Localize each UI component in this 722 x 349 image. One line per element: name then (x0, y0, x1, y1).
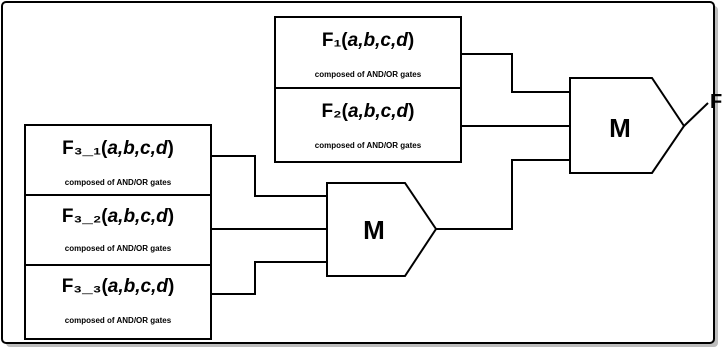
block-f3-3-subtitle: composed of AND/OR gates (64, 316, 172, 325)
wire-f31-to-mux-bottom (211, 155, 327, 197)
block-f3-1: F₃_₁(a,b,c,d) composed of AND/OR gates (24, 124, 212, 196)
block-f2-subtitle: composed of AND/OR gates (314, 141, 422, 150)
block-f3-2: F₃_₂(a,b,c,d) composed of AND/OR gates (24, 194, 212, 266)
wire-mux-bottom-to-mux-top (436, 159, 570, 230)
block-f3-1-title: F₃_₁(a,b,c,d) (26, 138, 210, 160)
block-f3-3-vars: a,b,c,d (107, 276, 168, 297)
wire-f33-to-mux-bottom (211, 261, 327, 295)
block-f2-suffix: ) (408, 101, 415, 122)
block-f3-1-subtitle: composed of AND/OR gates (64, 178, 172, 187)
block-f2-title: F₂(a,b,c,d) (276, 101, 460, 123)
mux-bottom (326, 182, 438, 277)
block-f1: F₁(a,b,c,d) composed of AND/OR gates (274, 16, 462, 92)
block-f3-2-prefix: F₃_₂( (61, 206, 108, 227)
block-f3-3: F₃_₃(a,b,c,d) composed of AND/OR gates (24, 264, 212, 340)
block-f3-3-suffix: ) (167, 276, 175, 297)
mux-top-label: M (609, 113, 631, 143)
block-f3-1-prefix: F₃_₁( (62, 138, 108, 159)
block-f3-2-subtitle: composed of AND/OR gates (64, 244, 172, 253)
block-f2-vars: a,b,c,d (347, 101, 409, 122)
block-f3-2-title: F₃_₂(a,b,c,d) (26, 206, 210, 228)
block-f3-3-prefix: F₃_₃( (61, 276, 108, 297)
block-f3-2-suffix: ) (167, 206, 175, 227)
block-f3-1-suffix: ) (167, 138, 174, 159)
block-f1-vars: a,b,c,d (347, 30, 408, 51)
wire-f1-to-mux-top (461, 53, 570, 93)
block-f1-subtitle: composed of AND/OR gates (314, 70, 422, 79)
output-label: F (710, 91, 722, 113)
block-f1-suffix: ) (407, 30, 415, 51)
mux-top (569, 77, 686, 174)
block-f2-prefix: F₂( (321, 101, 348, 122)
block-f3-3-title: F₃_₃(a,b,c,d) (26, 276, 210, 298)
block-f3-1-vars: a,b,c,d (107, 138, 168, 159)
block-f1-title: F₁(a,b,c,d) (276, 30, 460, 52)
block-f1-prefix: F₁( (321, 30, 348, 51)
output-wire (683, 102, 709, 127)
mux-bottom-label: M (363, 215, 385, 245)
block-f3-2-vars: a,b,c,d (107, 206, 168, 227)
block-f2: F₂(a,b,c,d) composed of AND/OR gates (274, 87, 462, 163)
